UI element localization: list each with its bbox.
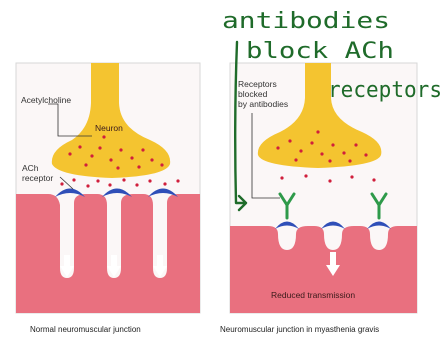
handwritten-line2: block ACh: [246, 39, 394, 64]
left-panel: Acetylcholine Neuron ACh receptor: [16, 63, 200, 313]
acetylcholine-label: Acetylcholine: [21, 95, 71, 105]
reduced-transmission-label: Reduced transmission: [271, 290, 355, 300]
blocked-label-line1: Receptors: [238, 79, 277, 89]
handwritten-line1: antibodies: [222, 9, 390, 34]
neuron-label: Neuron: [95, 123, 123, 133]
receptor-label-line1: ACh: [22, 163, 39, 173]
receptor-label-line2: receptor: [22, 173, 53, 183]
blocked-label-line2: blocked: [238, 89, 268, 99]
right-caption: Neuromuscular junction in myasthenia gra…: [220, 325, 379, 334]
handwritten-line3: receptors: [328, 78, 442, 103]
left-caption: Normal neuromuscular junction: [30, 325, 141, 334]
blocked-label-line3: by antibodies: [238, 99, 288, 109]
